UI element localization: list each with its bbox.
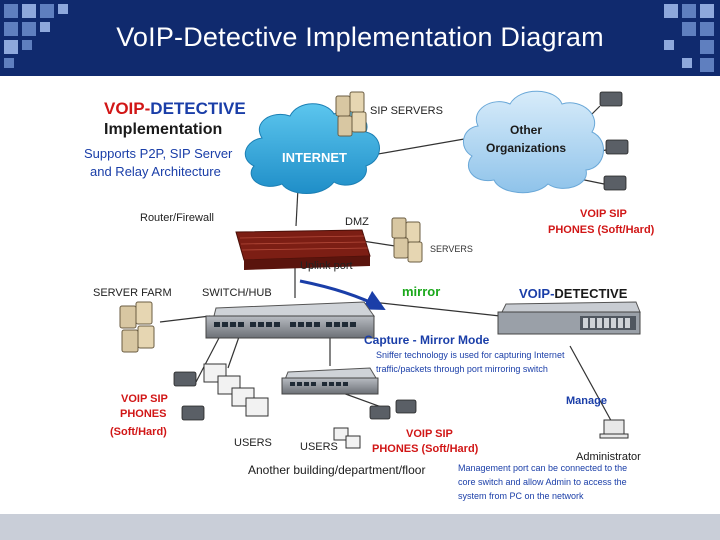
- supports-line-1: Supports P2P, SIP Server: [84, 146, 233, 161]
- router-firewall-icon: [235, 229, 371, 270]
- mirror-label: mirror: [402, 284, 441, 299]
- floor-switch-icon: [281, 367, 379, 395]
- voip-sip-phones-left-label-1: VOIP SIP: [121, 393, 168, 405]
- administrator-label: Administrator: [576, 451, 641, 463]
- user-pc-icons: [203, 363, 361, 449]
- management-port-note-2: core switch and allow Admin to access th…: [458, 477, 627, 487]
- decor-square: [40, 22, 50, 32]
- management-port-note-1: Management port can be connected to the: [458, 463, 628, 473]
- sip-servers-label: SIP SERVERS: [370, 105, 443, 117]
- capture-mode-label: Capture - Mirror Mode: [364, 333, 490, 347]
- voip-detective-label-prefix: VOIP-: [519, 286, 555, 301]
- another-building-label: Another building/department/floor: [248, 463, 426, 477]
- internet-label: INTERNET: [282, 150, 347, 165]
- decor-square: [682, 4, 696, 18]
- network-diagram: [119, 90, 641, 449]
- decor-square: [682, 22, 696, 36]
- sniffer-description-line-1: Sniffer technology is used for capturing…: [376, 350, 565, 360]
- sip-servers-icon: [335, 91, 367, 137]
- decor-square: [22, 22, 36, 36]
- router-firewall-label: Router/Firewall: [140, 212, 214, 224]
- uplink-port-label: Uplink port: [300, 260, 353, 272]
- voip-sip-phones-left-label-3: (Soft/Hard): [110, 426, 167, 438]
- voip-detective-appliance-icon: [497, 301, 641, 335]
- other-organizations-label-2: Organizations: [486, 141, 567, 155]
- main-switch-icon: [205, 301, 375, 339]
- decor-square: [22, 40, 32, 50]
- manage-label: Manage: [566, 395, 607, 407]
- administrator-pc-icon: [599, 419, 629, 439]
- slide-footer: [0, 514, 720, 540]
- decor-square: [4, 40, 18, 54]
- voip-sip-phones-right-label-1: VOIP SIP: [580, 208, 627, 220]
- decor-square: [22, 4, 36, 18]
- users-mid-label: USERS: [300, 441, 338, 453]
- decor-square: [700, 22, 714, 36]
- mirror-arrow: [299, 279, 386, 310]
- servers-label: SERVERS: [430, 244, 473, 254]
- decor-square: [700, 58, 714, 72]
- server-farm-label: SERVER FARM: [93, 287, 172, 299]
- supports-line-2: and Relay Architecture: [90, 164, 221, 179]
- slide-title: VoIP-Detective Implementation Diagram: [116, 22, 604, 52]
- decor-square: [664, 4, 678, 18]
- slide-header: VoIP-Detective Implementation Diagram: [0, 0, 720, 76]
- decor-square: [4, 58, 14, 68]
- product-title: VOIP-DETECTIVE: [104, 99, 246, 119]
- decor-square: [682, 58, 692, 68]
- product-subtitle: Implementation: [104, 121, 223, 138]
- decor-square: [700, 40, 714, 54]
- decor-square: [700, 4, 714, 18]
- voip-detective-label-suffix: DETECTIVE: [554, 286, 628, 301]
- voip-detective-label: VOIP-DETECTIVE: [519, 286, 627, 301]
- decor-square: [40, 4, 54, 18]
- decor-square: [58, 4, 68, 14]
- product-title-suffix: DETECTIVE: [150, 99, 246, 118]
- product-title-prefix: VOIP-: [104, 99, 151, 118]
- voip-sip-phones-mid-label-2: PHONES (Soft/Hard): [372, 443, 479, 455]
- voip-sip-phones-right-label-2: PHONES (Soft/Hard): [548, 224, 655, 236]
- voip-sip-phones-left-label-2: PHONES: [120, 408, 167, 420]
- decor-square: [4, 22, 18, 36]
- dmz-label: DMZ: [345, 216, 369, 228]
- dmz-servers-icon: [391, 217, 423, 263]
- management-port-note-3: system from PC on the network: [458, 491, 584, 501]
- voip-sip-phones-mid-label-1: VOIP SIP: [406, 428, 453, 440]
- ip-phone-icons: [173, 91, 629, 421]
- decor-square: [4, 4, 18, 18]
- other-organizations-cloud: [463, 90, 604, 194]
- sniffer-description-line-2: traffic/packets through port mirroring s…: [376, 364, 548, 374]
- other-organizations-label-1: Other: [510, 123, 543, 137]
- users-left-label: USERS: [234, 437, 272, 449]
- server-farm-icon: [119, 301, 155, 353]
- decor-square: [664, 40, 674, 50]
- switch-hub-label: SWITCH/HUB: [202, 287, 272, 299]
